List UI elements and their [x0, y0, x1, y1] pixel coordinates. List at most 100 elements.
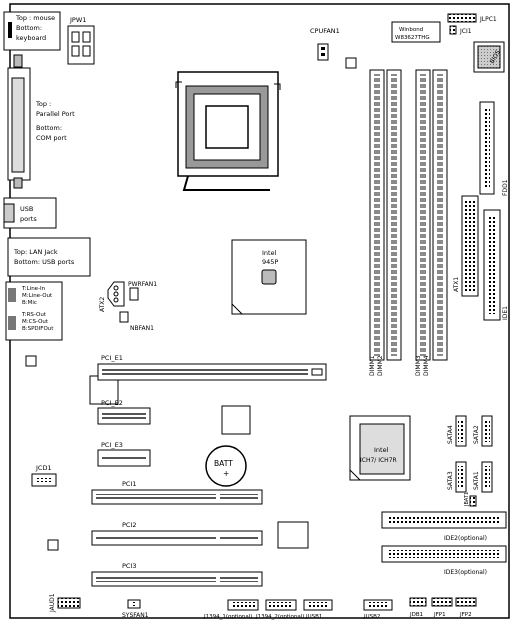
fdd1-label: FDD1 — [502, 179, 509, 196]
j1394-2-header: J1394_2(optional) — [255, 599, 304, 620]
sysfan1-connector: SYSFAN1 — [122, 599, 149, 619]
battery-label-1: BATT — [214, 459, 233, 468]
jlpc1-header: JLPC1 — [447, 13, 497, 23]
bios-chip: BIOS — [473, 41, 505, 73]
small-chip — [47, 539, 59, 551]
nbfan1-connector: NBFAN1 — [119, 311, 154, 332]
io-mouse-label-3: keyboard — [16, 34, 46, 42]
atx1-connector: ATX1 — [453, 195, 479, 297]
pci2-label: PCI2 — [122, 521, 137, 529]
io-usb-label-1: USB — [20, 205, 33, 213]
io-parallel-com: Top : Parallel Port Bottom: COM port — [7, 54, 75, 189]
small-chip — [221, 405, 251, 435]
jfp2-header: JFP2 — [455, 597, 477, 618]
jfp1-header: JFP1 — [431, 597, 453, 618]
pci-e2-slot: PCI_E2 — [97, 399, 151, 425]
nbfan1-label: NBFAN1 — [130, 325, 154, 332]
atx2-label: ATX2 — [99, 297, 106, 312]
dimm-slots: DIMM1 DIMM2 DIMM3 DIMM4 — [369, 69, 448, 376]
northbridge-label-1: Intel — [262, 249, 277, 257]
io-usb-ports: USB ports — [3, 197, 57, 229]
sata3-label: SATA3 — [447, 471, 454, 490]
io-audio-label-1: T:Line-In — [21, 286, 46, 292]
cmos-battery: BATT + — [205, 445, 247, 487]
pci3-label: PCI3 — [122, 562, 137, 570]
pwrfan1-label: PWRFAN1 — [128, 281, 157, 288]
superio-label-1: Winbond — [399, 27, 423, 33]
io-mouse-keyboard: Top : mouse Bottom: keyboard — [3, 11, 61, 51]
j1394-2-label: J1394_2(optional) — [255, 614, 304, 620]
io-audio-label-3: B:Mic — [22, 300, 37, 306]
jusb1-label: JUSB1 — [305, 614, 322, 620]
jusb2-header: JUSB2 — [363, 599, 393, 620]
cpufan1-label: CPUFAN1 — [310, 27, 340, 35]
pci-e2-label: PCI_E2 — [101, 399, 123, 407]
small-chip — [89, 375, 119, 405]
j1394-1-header: J1394_1(optional) — [203, 599, 259, 620]
ide1-connector: IDE1 — [483, 209, 509, 321]
ide2-connector: IDE2(optional) — [381, 511, 507, 542]
jdb1-header: JDB1 — [409, 597, 427, 618]
battery-label-2: + — [223, 469, 229, 478]
io-audio-label-5: M:CS-Out — [22, 319, 49, 325]
jbat1-jumper: JBAT1 — [464, 492, 477, 507]
jci1-header: JCI1 — [449, 25, 472, 35]
io-audio-label-6: B:SPDIFOut — [22, 326, 54, 332]
dimm1-label: DIMM1 — [369, 355, 376, 376]
ide2-label: IDE2(optional) — [444, 535, 487, 542]
io-usb-label-2: ports — [20, 215, 37, 223]
jfp1-label: JFP1 — [433, 612, 446, 618]
superio-chip: Winbond W83627THG — [391, 21, 441, 43]
io-lan-label-1: Top: LAN Jack — [13, 248, 58, 256]
small-chip — [277, 521, 309, 549]
pwrfan1-connector: PWRFAN1 — [128, 281, 157, 301]
southbridge-label-2: ICH7/ ICH7R — [360, 457, 397, 464]
jcd1-connector: JCD1 — [31, 464, 57, 487]
atx2-connector: ATX2 — [99, 281, 125, 312]
io-audio-label-2: M:Line-Out — [22, 293, 53, 299]
io-lan-usb: Top: LAN Jack Bottom: USB ports — [7, 237, 91, 277]
pci3-slot: PCI3 — [91, 562, 263, 587]
pci1-label: PCI1 — [122, 480, 137, 488]
sata2-label: SATA2 — [473, 425, 480, 444]
jaud1-header: JAUD1 — [49, 593, 81, 613]
ide1-label: IDE1 — [502, 306, 509, 320]
fdd1-connector: FDD1 — [479, 101, 509, 196]
io-parallel-label-3: Bottom: — [36, 124, 62, 132]
northbridge-label-2: 945P — [262, 258, 278, 266]
cpufan1-connector: CPUFAN1 — [310, 27, 340, 61]
io-parallel-label-2: Parallel Port — [36, 110, 75, 118]
jlpc1-label: JLPC1 — [479, 16, 497, 23]
jusb2-label: JUSB2 — [363, 614, 380, 620]
io-audio-label-4: T:RS-Out — [21, 312, 47, 318]
dimm3-label: DIMM3 — [415, 355, 422, 376]
pci-e3-label: PCI_E3 — [101, 441, 123, 449]
ide3-label: IDE3(optional) — [444, 569, 487, 576]
atx1-label: ATX1 — [453, 277, 460, 292]
io-audio-jacks: T:Line-In M:Line-Out B:Mic T:RS-Out M:CS… — [5, 281, 63, 341]
pci-e3-slot: PCI_E3 — [97, 441, 151, 467]
jcd1-label: JCD1 — [35, 464, 52, 472]
jbat1-label: JBAT1 — [464, 492, 470, 507]
northbridge-chip: Intel 945P — [231, 239, 307, 315]
southbridge-chip: Intel ICH7/ ICH7R — [349, 415, 411, 481]
sata4-label: SATA4 — [447, 425, 454, 444]
dimm2-label: DIMM2 — [377, 355, 384, 376]
sata1-label: SATA1 — [473, 471, 480, 490]
io-parallel-label-4: COM port — [36, 134, 67, 142]
sysfan1-label: SYSFAN1 — [122, 612, 149, 619]
pci-e1-slot: PCI_E1 — [97, 354, 327, 381]
io-lan-label-2: Bottom: USB ports — [14, 258, 75, 266]
small-chip — [25, 355, 37, 367]
j1394-1-label: J1394_1(optional) — [203, 614, 252, 620]
io-mouse-label-1: Top : mouse — [15, 14, 55, 22]
jdb1-label: JDB1 — [409, 612, 423, 618]
jaud1-label: JAUD1 — [49, 593, 56, 613]
ide3-connector: IDE3(optional) — [381, 545, 507, 576]
pci2-slot: PCI2 — [91, 521, 263, 546]
pci-e1-label: PCI_E1 — [101, 354, 123, 362]
sata-connectors: SATA4 SATA2 SATA3 SATA1 — [447, 415, 493, 493]
pci1-slot: PCI1 — [91, 480, 263, 505]
jci1-label: JCI1 — [459, 28, 472, 35]
